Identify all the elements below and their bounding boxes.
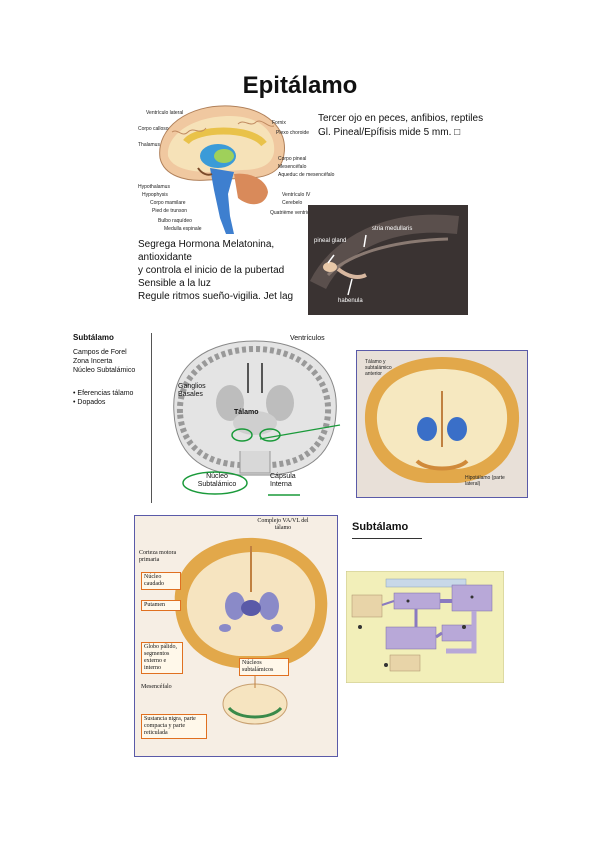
description-line: y controla el inicio de la pubertad [138, 265, 285, 276]
sagittal-label: Aqueduc de mesencéfalo [278, 172, 335, 178]
subthalamus-bullet: • Eferencias tálamo [73, 390, 134, 397]
coronal-section-figure [173, 340, 341, 496]
sagittal-label: Ventrículo lateral [146, 110, 184, 116]
epithalamus-line-1: Tercer ojo en peces, anfibios, reptiles [318, 113, 484, 124]
substantia-nigra-box: Sustancia nigra, parte compacta y parte … [141, 714, 207, 739]
subthalamus-item: Zona Incerta [73, 358, 113, 365]
circuit-diagram [345, 570, 505, 684]
sagittal-label: Fornix [272, 120, 286, 126]
mesencephalon-label: Mesencéfalo [141, 684, 172, 690]
caudate-box: Núcleo caudado [141, 572, 181, 590]
globus-pallidus-box: Globo pálido, segmentos externo e intern… [141, 642, 183, 674]
pineal-label: pineal gland [314, 238, 347, 244]
motor-cortex-label: Corteza motora primaria [139, 550, 177, 563]
sagittal-brain-illustration: Ventrículo lateral Corpo calloso Thalamu… [138, 98, 334, 236]
coronal-color-section: Tálamo y subtalámico anterior Hipotálamo… [356, 350, 528, 498]
coronal-color-figure [357, 351, 527, 497]
sagittal-label: Quatrième ventricule [270, 210, 317, 216]
ventricles-label: Ventrículos [290, 335, 325, 342]
subthalamic-nuclei-box: Núcleos subtalámicos [239, 658, 289, 676]
thalamus-label: Tálamo [234, 409, 259, 416]
capsule-label: Cápsula Interna [270, 473, 296, 488]
subthalamic-label: Núcleo Subtalámico [197, 473, 237, 488]
coronal2-left-label: Tálamo y subtalámico anterior [365, 359, 392, 377]
bullet-text: Eferencias tálamo [77, 390, 134, 397]
sagittal-label: Medulla espinale [164, 226, 202, 232]
bullet-text: Dopados [77, 399, 106, 406]
basal-ganglia-label: Ganglios Basales [178, 383, 206, 398]
putamen-box: Putamen [141, 600, 181, 611]
coronal2-bottom-label: Hipotálamo (parte lateral) [465, 475, 505, 487]
sagittal-label: Pied de trunson [152, 208, 188, 214]
description-line: Regule ritmos sueño-vigilia. Jet lag [138, 291, 294, 302]
sagittal-label: Cerebelo [282, 200, 303, 206]
sagittal-label: Corpo calloso [138, 126, 169, 132]
heading-underline [352, 538, 422, 539]
epithalamus-notes: Tercer ojo en peces, anfibios, reptiles … [318, 112, 483, 140]
coronal-section: Ventrículos Ganglios Basales Tálamo Núcl… [160, 333, 350, 503]
pineal-photo-figure [308, 205, 468, 315]
description-line: Segrega Hormona Melatonina, antioxidante [138, 239, 275, 263]
sagittal-label: Thalamus [138, 142, 160, 148]
habenula-label: habenula [338, 298, 363, 304]
va-vl-label: Complejo VA/VL del tálamo [257, 518, 309, 531]
circuit-diagram-figure [345, 570, 505, 684]
epithalamus-description: Segrega Hormona Melatonina, antioxidante… [138, 238, 318, 303]
subthalamus-panel: Subtálamo Campos de Forel Zona Incerta N… [73, 333, 152, 503]
epithalamus-line-2: Gl. Pineal/Epífisis mide 5 mm. □ [318, 127, 461, 138]
stria-label: stria medullaris [372, 226, 413, 232]
subthalamus-bullet: • Dopados [73, 399, 106, 406]
subthalamus-item: Núcleo Subtalámico [73, 367, 136, 374]
sagittal-brain-figure [159, 105, 285, 234]
sagittal-label: Bulbo raquídeo [158, 218, 192, 224]
description-line: Sensible a la luz [138, 278, 211, 289]
sagittal-label: Corpo mamilare [150, 200, 186, 206]
sagittal-label: Plexo choroide [276, 130, 310, 136]
subthalamus-heading: Subtálamo [73, 333, 114, 342]
sagittal-label: Hypophysis [142, 192, 168, 198]
sagittal-label: Mesencéfalo [278, 164, 307, 170]
page-title: Epitálamo [242, 72, 358, 99]
subthalamus-item: Campos de Forel [73, 349, 127, 356]
subthalamus-diagram-heading: Subtálamo [352, 521, 409, 533]
sagittal-label: Ventrículo IV [282, 192, 311, 198]
basal-ganglia-illustration: Complejo VA/VL del tálamo Corteza motora… [134, 515, 338, 757]
sagittal-label: Corpo pineal [278, 156, 307, 162]
pineal-gland-photo: pineal gland stria medullaris habenula [308, 205, 468, 315]
sagittal-label: Hypothalamus [138, 184, 170, 190]
